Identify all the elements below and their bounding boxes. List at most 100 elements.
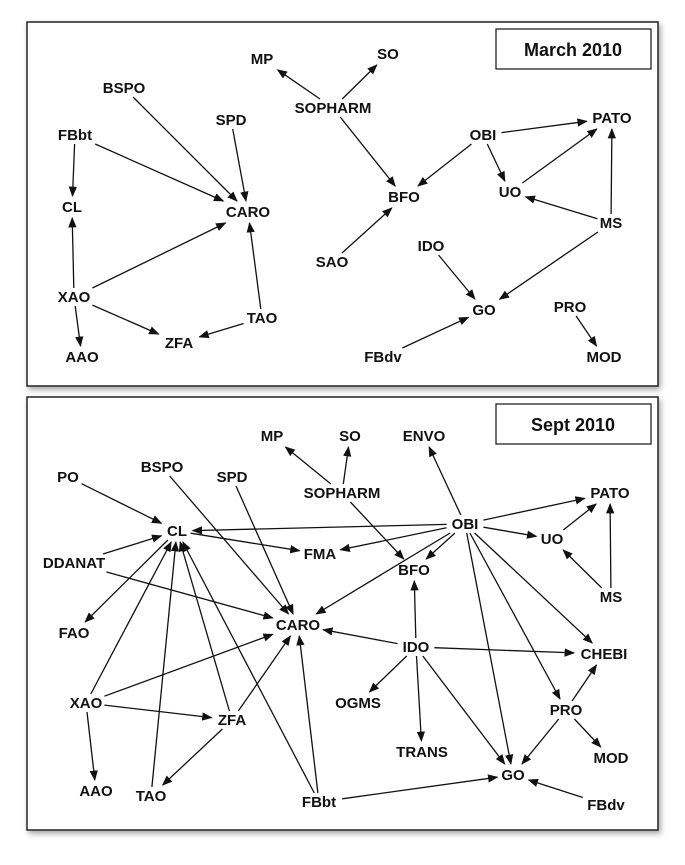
node-mod: MOD bbox=[587, 349, 622, 366]
node-xao: XAO bbox=[58, 289, 91, 306]
node-so: SO bbox=[377, 46, 399, 63]
node-fbbt: FBbt bbox=[302, 794, 336, 811]
edge-layer bbox=[81, 445, 615, 800]
node-fao: FAO bbox=[59, 625, 90, 642]
edge-ido-to-go bbox=[437, 254, 476, 300]
edge-pro-to-go bbox=[521, 718, 560, 765]
node-sao: SAO bbox=[316, 254, 349, 271]
edge-sopharm-to-bfo bbox=[349, 501, 405, 560]
edge-xao-to-cl bbox=[68, 216, 77, 289]
edge-obi-to-uo bbox=[486, 143, 506, 182]
edge-pro-to-chebi bbox=[571, 664, 598, 702]
edge-xao-to-zfa bbox=[92, 304, 160, 335]
node-fbdv: FBdv bbox=[587, 797, 625, 814]
edge-obi-to-pato bbox=[483, 496, 586, 521]
node-tao: TAO bbox=[247, 310, 278, 327]
edge-bspo-to-caro bbox=[132, 96, 238, 202]
edge-sao-to-bfo bbox=[341, 207, 393, 254]
edge-obi-to-chebi bbox=[474, 532, 593, 644]
node-cl: CL bbox=[62, 199, 82, 216]
panel-title: March 2010 bbox=[524, 40, 622, 60]
node-pro: PRO bbox=[554, 299, 587, 316]
node-pato: PATO bbox=[592, 110, 632, 127]
edge-obi-to-uo bbox=[483, 526, 538, 539]
node-aao: AAO bbox=[65, 349, 99, 366]
node-mp: MP bbox=[251, 51, 274, 68]
edge-cl-to-fao bbox=[84, 539, 169, 623]
edge-spd-to-caro bbox=[235, 485, 294, 615]
edge-cl-to-fma bbox=[190, 532, 301, 554]
edge-fbbt-to-caro bbox=[296, 634, 319, 794]
node-bfo: BFO bbox=[388, 189, 420, 206]
panel-frame bbox=[26, 396, 659, 831]
node-ido: IDO bbox=[418, 238, 445, 255]
node-ogms: OGMS bbox=[335, 695, 381, 712]
edge-pro-to-mod bbox=[575, 315, 598, 347]
node-fma: FMA bbox=[304, 546, 337, 563]
edge-zfa-to-caro bbox=[237, 635, 291, 712]
edge-ido-to-caro bbox=[322, 627, 398, 645]
node-sopharm: SOPHARM bbox=[295, 100, 372, 117]
node-uo: UO bbox=[541, 531, 564, 548]
edge-xao-to-cl bbox=[90, 541, 172, 695]
node-mod: MOD bbox=[594, 750, 629, 767]
node-po: PO bbox=[57, 469, 79, 486]
panel-frame bbox=[26, 21, 659, 387]
edge-obi-to-pro bbox=[469, 532, 561, 700]
node-xao: XAO bbox=[70, 695, 103, 712]
node-zfa: ZFA bbox=[165, 335, 193, 352]
edge-obi-to-caro bbox=[315, 532, 451, 615]
edge-po-to-cl bbox=[81, 483, 163, 524]
node-aao: AAO bbox=[79, 783, 113, 800]
edge-ddanat-to-cl bbox=[102, 534, 163, 555]
panel-title-box bbox=[495, 403, 652, 445]
edge-ddanat-to-caro bbox=[106, 571, 274, 620]
node-zfa: ZFA bbox=[218, 712, 246, 729]
node-tao: TAO bbox=[136, 788, 167, 805]
edge-obi-to-pato bbox=[501, 118, 588, 134]
edge-zfa-to-cl bbox=[178, 541, 231, 712]
edge-sopharm-to-mp bbox=[276, 69, 321, 100]
node-envo: ENVO bbox=[403, 428, 446, 445]
node-spd: SPD bbox=[216, 112, 247, 129]
edge-ido-to-go bbox=[422, 655, 506, 765]
node-bfo: BFO bbox=[398, 562, 430, 579]
edge-obi-to-bfo bbox=[425, 532, 456, 560]
edge-layer bbox=[68, 64, 616, 349]
edge-ido-to-chebi bbox=[434, 647, 576, 657]
node-so: SO bbox=[339, 428, 361, 445]
edge-xao-to-aao bbox=[74, 305, 84, 348]
edge-obi-to-go bbox=[466, 532, 514, 766]
node-go: GO bbox=[472, 302, 496, 319]
node-chebi: CHEBI bbox=[581, 646, 628, 663]
node-spd: SPD bbox=[217, 469, 248, 486]
panel-title: Sept 2010 bbox=[531, 415, 615, 435]
node-caro: CARO bbox=[226, 204, 270, 221]
edge-obi-to-fma bbox=[339, 527, 447, 552]
edge-ms-to-pato bbox=[606, 502, 615, 589]
panel-title-box bbox=[495, 28, 652, 70]
node-caro: CARO bbox=[276, 617, 320, 634]
edge-fbdv-to-go bbox=[527, 778, 583, 799]
edge-pro-to-mod bbox=[573, 718, 602, 748]
node-cl: CL bbox=[167, 523, 187, 540]
edge-obi-to-envo bbox=[428, 446, 462, 516]
node-ms: MS bbox=[600, 215, 623, 232]
edge-ido-to-ogms bbox=[368, 655, 408, 693]
edge-ms-to-uo bbox=[562, 549, 603, 589]
node-obi: OBI bbox=[452, 516, 479, 533]
edge-xao-to-aao bbox=[86, 711, 98, 782]
edge-sopharm-to-bfo bbox=[339, 116, 396, 187]
edge-fbbt-to-go bbox=[342, 774, 499, 800]
edge-tao-to-zfa bbox=[198, 322, 244, 339]
edge-ms-to-uo bbox=[524, 195, 598, 220]
edge-fbdv-to-go bbox=[402, 316, 470, 349]
edge-sopharm-to-mp bbox=[284, 446, 332, 485]
edge-ms-to-go bbox=[498, 231, 599, 300]
edge-obi-to-bfo bbox=[417, 143, 472, 187]
